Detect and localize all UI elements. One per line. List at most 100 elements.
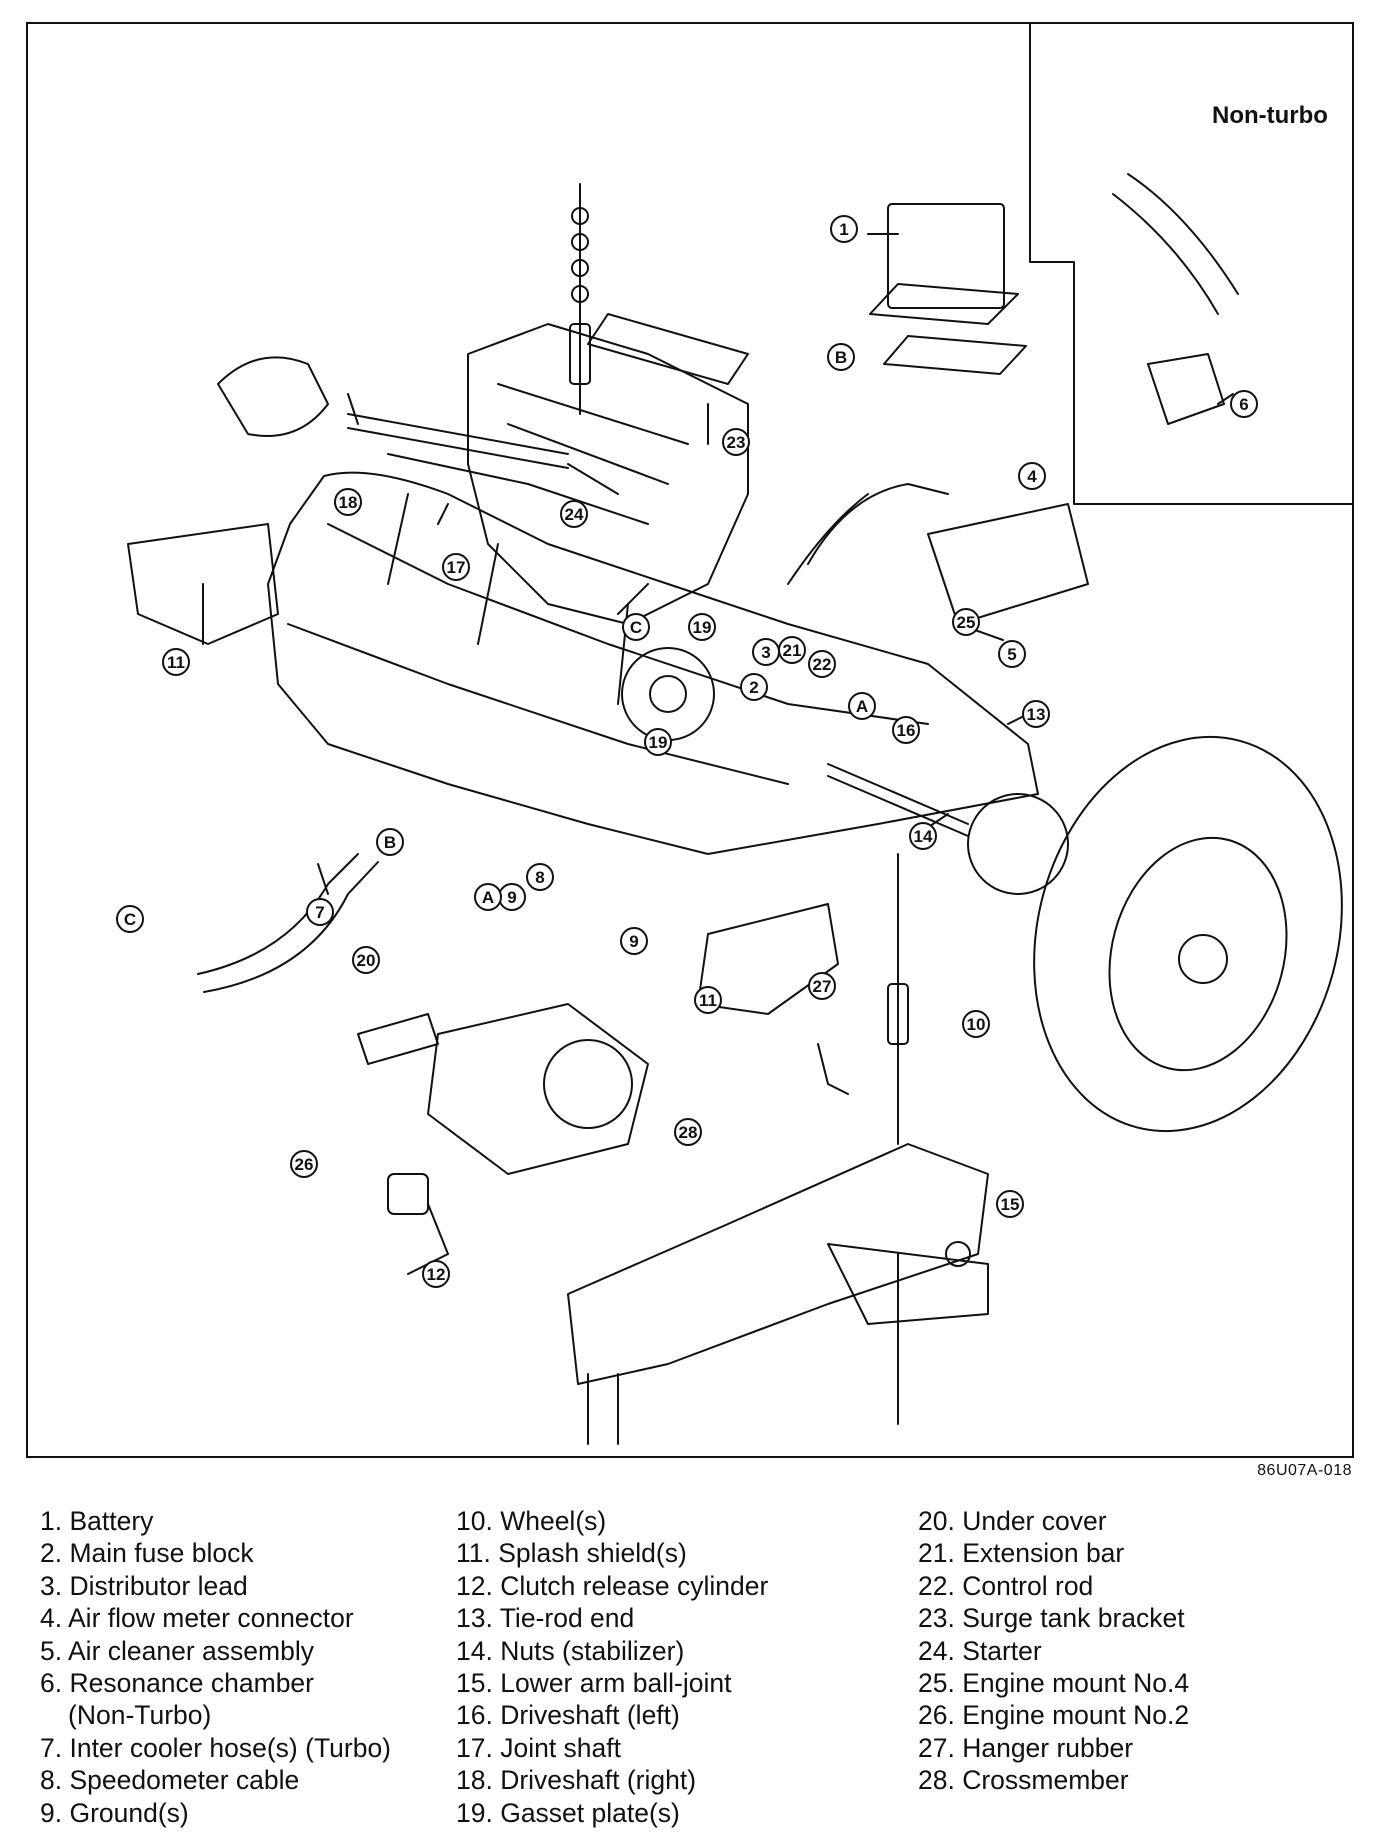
legend-item: 25. Engine mount No.4 bbox=[918, 1668, 1190, 1699]
wheel-center bbox=[1178, 934, 1228, 984]
battery bbox=[887, 203, 1005, 309]
driveshaft-left bbox=[827, 763, 969, 825]
svg-text:10: 10 bbox=[967, 1015, 986, 1034]
legend-item: (Non-Turbo) bbox=[68, 1700, 212, 1731]
stud-washer bbox=[571, 207, 589, 225]
legend-item: 3. Distributor lead bbox=[40, 1570, 248, 1601]
callout-A2: A bbox=[474, 883, 502, 911]
svg-text:11: 11 bbox=[167, 653, 185, 672]
callout-C: C bbox=[622, 613, 650, 641]
stud-washer bbox=[571, 259, 589, 277]
legend-item: 27. Hanger rubber bbox=[918, 1732, 1134, 1763]
resonance-chamber bbox=[1147, 353, 1225, 425]
callout-A3: A bbox=[722, 729, 734, 748]
legend-item: 5. Air cleaner assembly bbox=[40, 1635, 314, 1666]
callout-21: 21 bbox=[778, 636, 806, 664]
legend-item: 20. Under cover bbox=[918, 1506, 1107, 1536]
svg-text:3: 3 bbox=[761, 643, 770, 662]
svg-text:24: 24 bbox=[565, 505, 584, 524]
engine-detail bbox=[497, 383, 689, 525]
callout-13: 13 bbox=[1022, 700, 1050, 728]
car-body-outline bbox=[267, 471, 1039, 855]
legend-item: 22. Control rod bbox=[918, 1570, 1094, 1601]
svg-text:1: 1 bbox=[839, 220, 848, 239]
callout-6: 6 bbox=[1230, 390, 1258, 418]
intercooler-hose bbox=[203, 861, 379, 993]
inset-hose bbox=[1127, 173, 1239, 295]
legend-item: 15. Lower arm ball-joint bbox=[456, 1668, 732, 1699]
svg-text:B: B bbox=[835, 348, 847, 367]
legend-item: 24. Starter bbox=[918, 1635, 1042, 1666]
callout-11b: 11 bbox=[694, 986, 722, 1014]
exploded-view-diagram: 1 2 3 4 5 6 7 8 9 9 10 11 11 12 13 14 15… bbox=[116, 24, 1354, 1445]
svg-text:6: 6 bbox=[1239, 395, 1248, 414]
callout-19b: 19 bbox=[644, 728, 672, 756]
svg-text:A: A bbox=[482, 888, 494, 907]
callout-9: 9 bbox=[498, 883, 526, 911]
legend-item: 16. Driveshaft (left) bbox=[456, 1700, 680, 1731]
car-body-panel bbox=[327, 523, 929, 725]
legend-item: 18. Driveshaft (right) bbox=[456, 1765, 697, 1796]
svg-text:27: 27 bbox=[813, 977, 832, 996]
legend-item: 17. Joint shaft bbox=[456, 1732, 621, 1763]
driveshaft-right bbox=[347, 427, 569, 469]
svg-text:16: 16 bbox=[897, 721, 916, 740]
legend-item: 28. Crossmember bbox=[918, 1765, 1129, 1796]
svg-text:28: 28 bbox=[679, 1123, 698, 1142]
joint-shaft bbox=[387, 453, 529, 485]
legend-column-2: 10. Wheel(s)11. Splash shield(s)12. Clut… bbox=[456, 1505, 768, 1829]
callout-3: 3 bbox=[752, 638, 780, 666]
callout-9b: 9 bbox=[620, 927, 648, 955]
callout-18: 18 bbox=[334, 488, 362, 516]
engine-mount-2 bbox=[387, 1173, 429, 1215]
callout-4: 4 bbox=[1018, 462, 1046, 490]
callout-20: 20 bbox=[352, 946, 380, 974]
svg-text:4: 4 bbox=[1027, 467, 1037, 486]
hub-assembly bbox=[967, 793, 1069, 895]
svg-text:8: 8 bbox=[535, 868, 544, 887]
legend-item: 6. Resonance chamber bbox=[40, 1668, 314, 1699]
callout-26: 26 bbox=[290, 1150, 318, 1178]
legend-item: 13. Tie-rod end bbox=[456, 1603, 635, 1634]
callout-10: 10 bbox=[962, 1010, 990, 1038]
svg-text:A: A bbox=[722, 729, 734, 748]
inset-frame bbox=[1029, 24, 1354, 505]
callout-B2: B bbox=[376, 828, 404, 856]
callout-28: 28 bbox=[674, 1118, 702, 1146]
wheel-tire bbox=[1033, 735, 1343, 1133]
knuckle-right bbox=[217, 356, 329, 437]
svg-text:C: C bbox=[630, 618, 642, 637]
legend-item: 4. Air flow meter connector bbox=[40, 1603, 354, 1634]
leader-line bbox=[202, 233, 1234, 895]
transaxle bbox=[427, 1003, 649, 1175]
air-cleaner bbox=[927, 503, 1089, 625]
svg-text:C: C bbox=[124, 910, 136, 929]
driveshaft-left bbox=[827, 775, 969, 837]
car-body-panel bbox=[287, 623, 789, 785]
callout-5: 5 bbox=[998, 640, 1026, 668]
svg-text:26: 26 bbox=[295, 1155, 314, 1174]
stud-washer bbox=[571, 233, 589, 251]
callout-8: 8 bbox=[526, 863, 554, 891]
svg-text:12: 12 bbox=[427, 1265, 446, 1284]
callout-23: 23 bbox=[722, 428, 750, 456]
legend-item: 14. Nuts (stabilizer) bbox=[456, 1635, 685, 1666]
svg-text:9: 9 bbox=[507, 888, 516, 907]
engine-block bbox=[467, 323, 749, 625]
callout-A: A bbox=[848, 692, 876, 720]
legend-item: 1. Battery bbox=[40, 1506, 154, 1536]
intercooler-hose bbox=[197, 853, 359, 975]
bolt bbox=[587, 1373, 619, 1445]
callout-1: 1 bbox=[830, 215, 858, 243]
car-body-panel bbox=[387, 493, 629, 705]
svg-text:7: 7 bbox=[315, 903, 324, 922]
callout-22: 22 bbox=[808, 650, 836, 678]
svg-text:9: 9 bbox=[629, 932, 638, 951]
splash-shield-left bbox=[127, 523, 279, 645]
callout-11: 11 bbox=[162, 648, 190, 676]
legend-item: 19. Gasset plate(s) bbox=[456, 1797, 680, 1828]
clutch-disc-hub bbox=[649, 675, 687, 713]
svg-text:25: 25 bbox=[957, 613, 976, 632]
svg-text:23: 23 bbox=[727, 433, 746, 452]
